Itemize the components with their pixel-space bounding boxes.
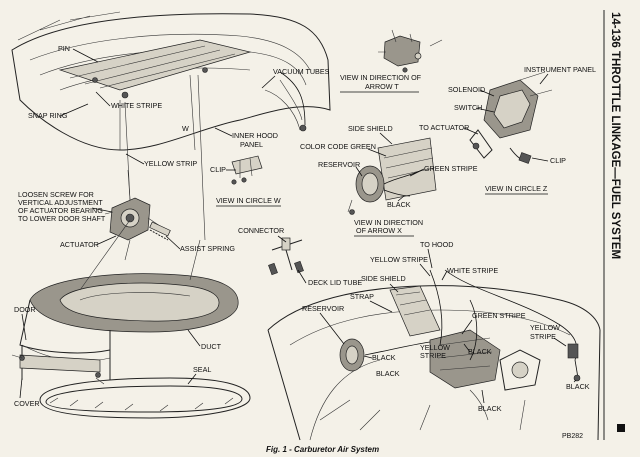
figure-caption: Fig. 1 - Carburetor Air System	[266, 445, 379, 454]
label-switch: SWITCH	[454, 103, 482, 112]
label-clip-z: CLIP	[550, 156, 566, 165]
actuator-drawing	[104, 169, 171, 261]
label-yellow-stripe-b2-2: STRIPE	[530, 332, 556, 341]
view-circle-z: VIEW IN CIRCLE Z	[485, 184, 548, 193]
label-black-x: BLACK	[387, 200, 411, 209]
label-loosen-screw-1: LOOSEN SCREW FOR	[18, 190, 94, 199]
section-marker	[617, 424, 625, 432]
label-yellow-center-2: STRIPE	[420, 351, 446, 360]
label-green-stripe-x: GREEN STRIPE	[424, 164, 478, 173]
label-black-b3: BLACK	[376, 369, 400, 378]
duct-assembly-drawing	[11, 219, 251, 419]
label-w: W	[182, 124, 189, 133]
circle-z-drawing	[469, 71, 553, 164]
label-yellow-center-1: YELLOW	[420, 343, 450, 352]
label-loosen-screw-2: VERTICAL ADJUSTMENT	[18, 198, 103, 207]
hood-underside-drawing	[11, 11, 331, 241]
label-black-b1: BLACK	[372, 353, 396, 362]
label-pin: PIN	[58, 44, 70, 53]
label-loosen-screw-4: TO LOWER DOOR SHAFT	[18, 214, 106, 223]
labels-layer: PIN VACUUM TUBES WHITE STRIPE SNAP RING …	[14, 44, 596, 413]
label-connector: CONNECTOR	[238, 226, 284, 235]
view-arrow-x-1: VIEW IN DIRECTION	[354, 218, 423, 227]
label-assist-spring: ASSIST SPRING	[180, 244, 235, 253]
view-circle-w: VIEW IN CIRCLE W	[216, 196, 281, 205]
view-arrow-x-2: OF ARROW X	[356, 226, 402, 235]
label-yellow-strip: YELLOW STRIP	[144, 159, 197, 168]
sidebar-title: 14-136 THROTTLE LINKAGE—FUEL SYSTEM	[609, 12, 621, 259]
label-seal: SEAL	[193, 365, 211, 374]
label-color-code-green: COLOR CODE GREEN	[300, 142, 376, 151]
connector-drawing	[268, 237, 304, 276]
label-side-shield-x: SIDE SHIELD	[348, 124, 393, 133]
label-snap-ring: SNAP RING	[28, 111, 68, 120]
label-cover: COVER	[14, 399, 40, 408]
label-solenoid: SOLENOID	[448, 85, 485, 94]
label-white-stripe-top: WHITE STRIPE	[111, 101, 162, 110]
engine-compartment-drawing	[267, 269, 601, 441]
label-inner-hood-panel-1: INNER HOOD	[232, 131, 278, 140]
label-actuator: ACTUATOR	[60, 240, 99, 249]
label-to-actuator: TO ACTUATOR	[419, 123, 469, 132]
label-deck-lid-tube: DECK LID TUBE	[308, 278, 362, 287]
label-door: DOOR	[14, 305, 36, 314]
arrow-x-drawing	[347, 137, 437, 215]
label-vacuum-tubes: VACUUM TUBES	[273, 67, 330, 76]
label-strap: STRAP	[350, 292, 374, 301]
label-clip-w: CLIP	[210, 165, 226, 174]
circle-w-drawing	[231, 155, 263, 185]
label-black-b5: BLACK	[566, 382, 590, 391]
label-yellow-stripe-b1: YELLOW STRIPE	[370, 255, 428, 264]
label-reservoir-x: RESERVOIR	[318, 160, 360, 169]
view-arrow-t-1: VIEW IN DIRECTION OF	[340, 73, 422, 82]
label-instrument-panel: INSTRUMENT PANEL	[524, 65, 596, 74]
label-yellow-stripe-b2-1: YELLOW	[530, 323, 560, 332]
label-black-b4: BLACK	[478, 404, 502, 413]
label-black-b2: BLACK	[468, 347, 492, 356]
label-side-shield-b: SIDE SHIELD	[361, 274, 406, 283]
label-inner-hood-panel-2: PANEL	[240, 140, 263, 149]
plate-code: PB282	[562, 433, 583, 440]
label-reservoir-b: RESERVOIR	[302, 304, 344, 313]
label-duct: DUCT	[201, 342, 222, 351]
view-arrow-t-2: ARROW T	[365, 82, 399, 91]
label-to-hood: TO HOOD	[420, 240, 453, 249]
label-white-stripe-b: WHITE STRIPE	[447, 266, 498, 275]
arrow-t-drawing	[378, 29, 443, 73]
label-loosen-screw-3: OF ACTUATOR BEARING	[18, 206, 103, 215]
label-green-stripe-b: GREEN STRIPE	[472, 311, 526, 320]
